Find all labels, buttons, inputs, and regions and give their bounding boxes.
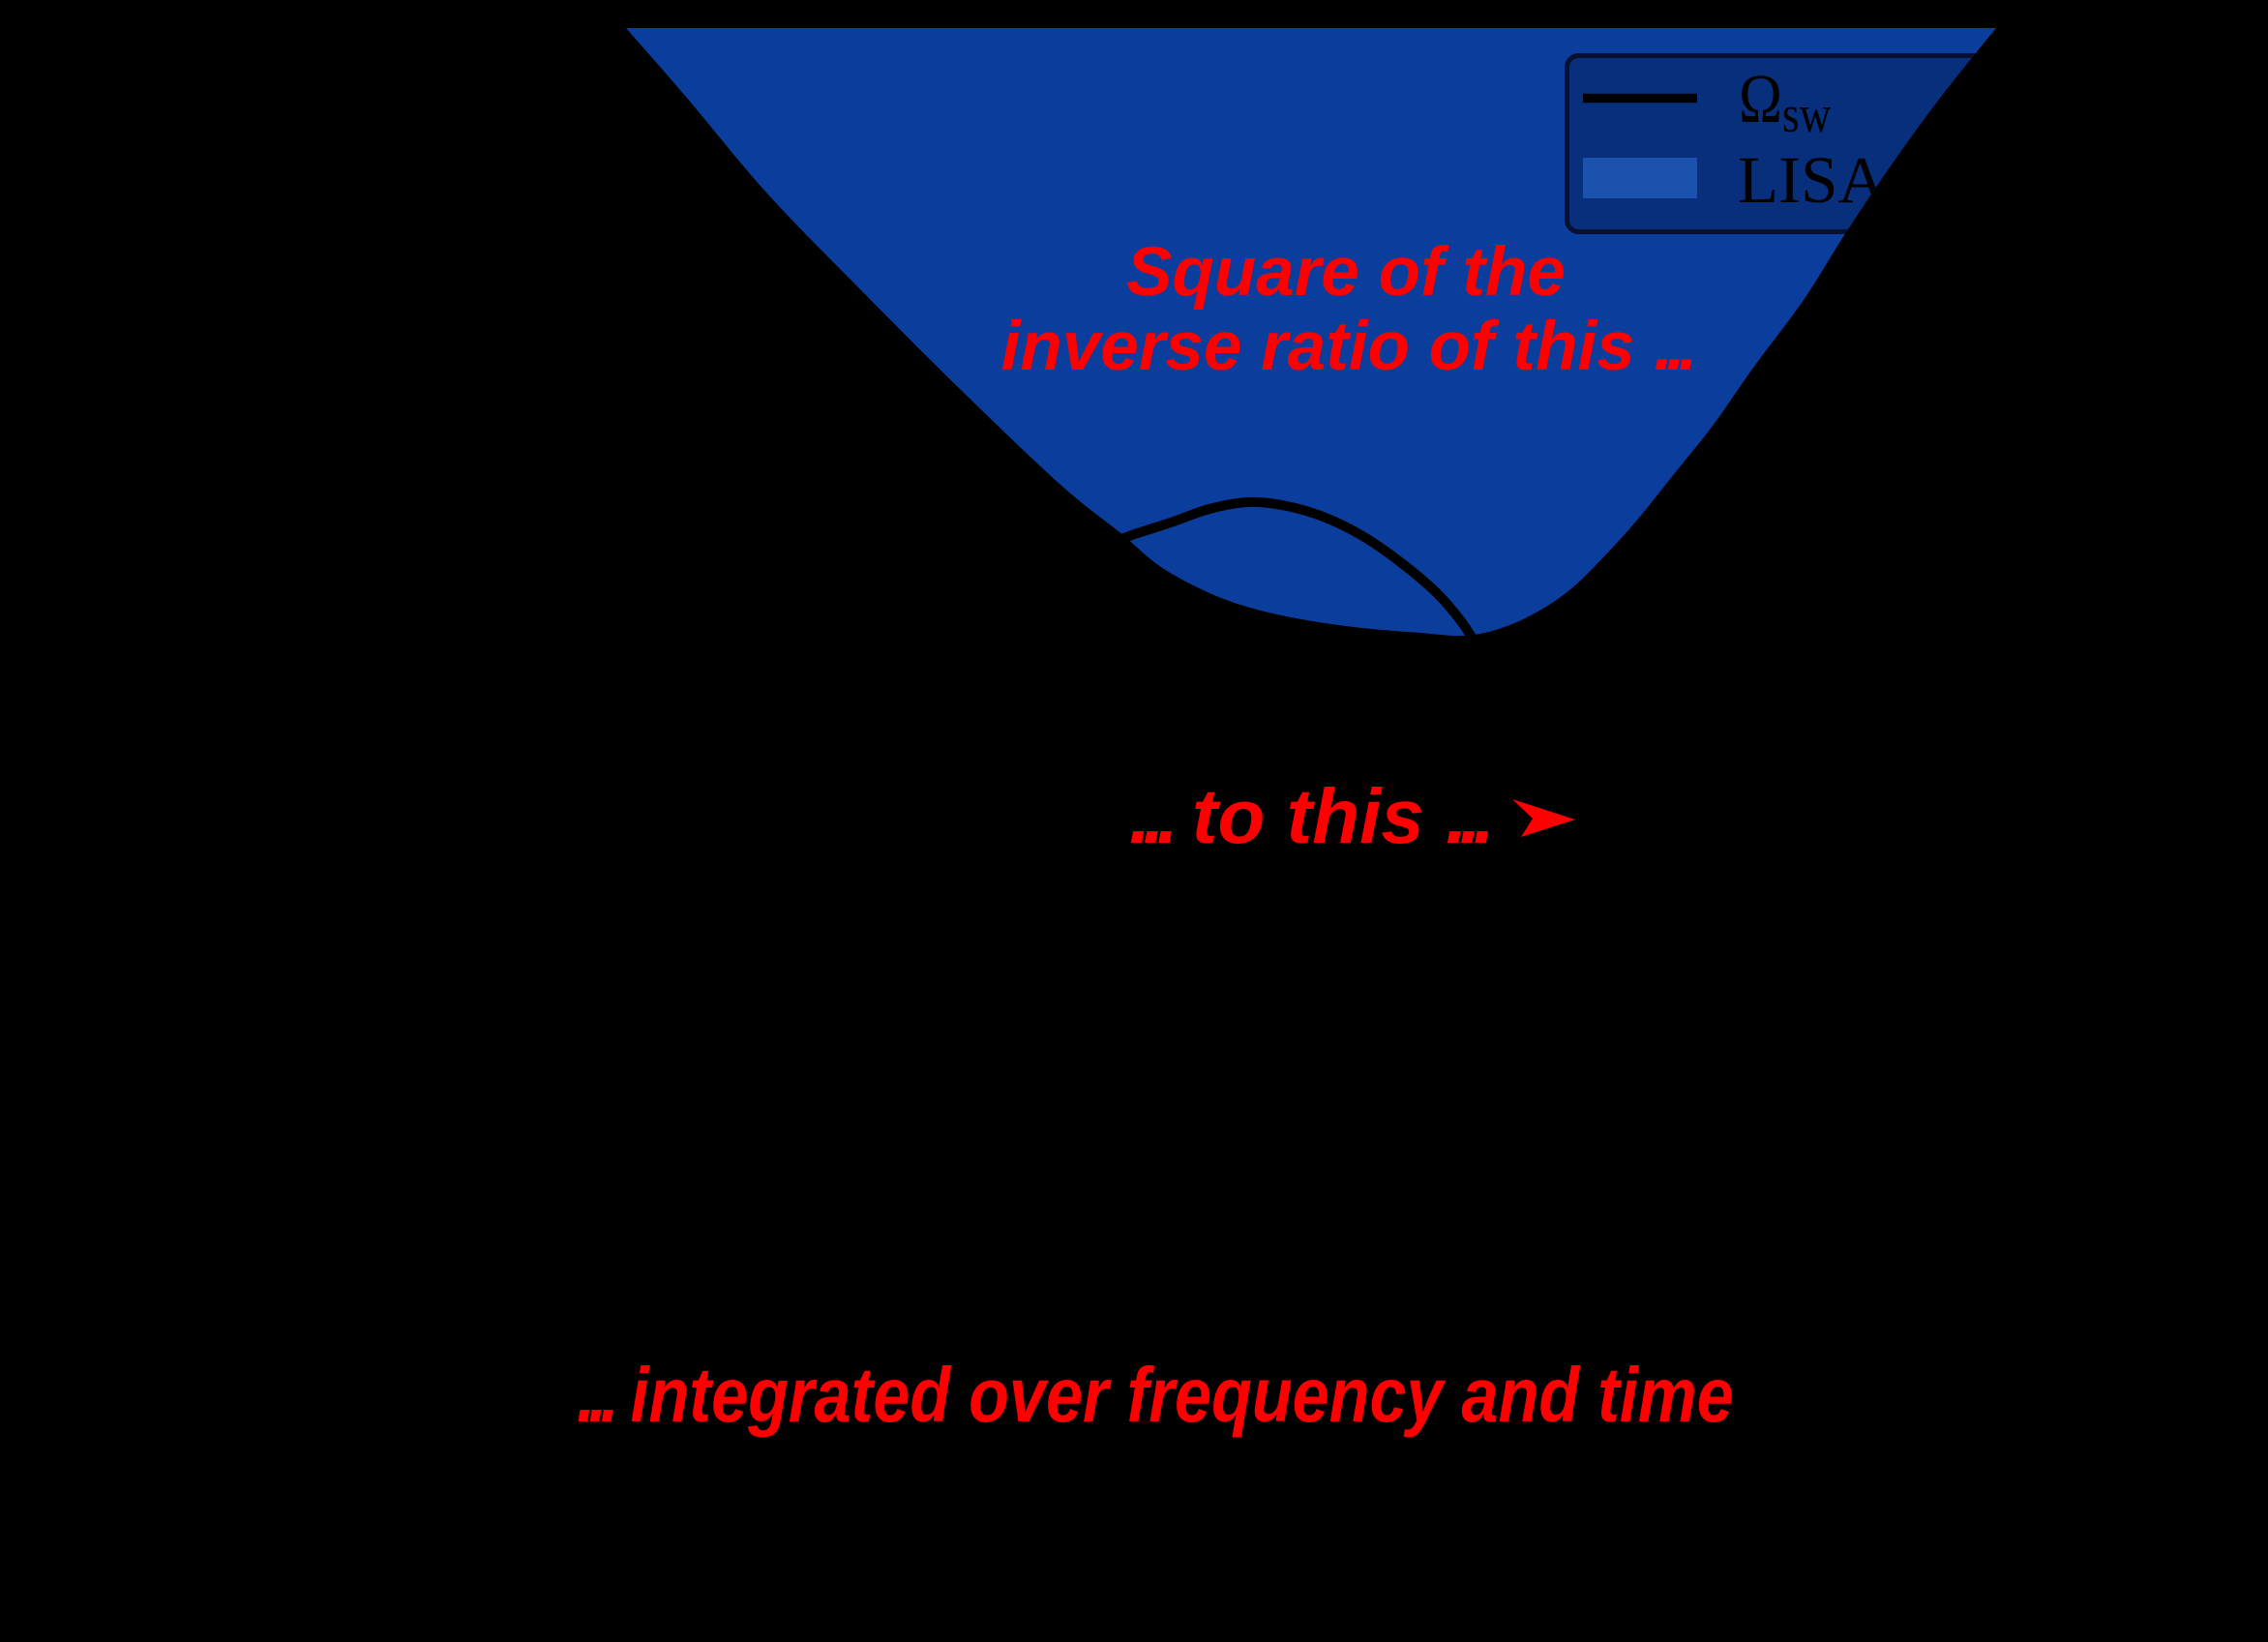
svg-text:LISA sensitivity: LISA sensitivity — [1738, 143, 2174, 217]
